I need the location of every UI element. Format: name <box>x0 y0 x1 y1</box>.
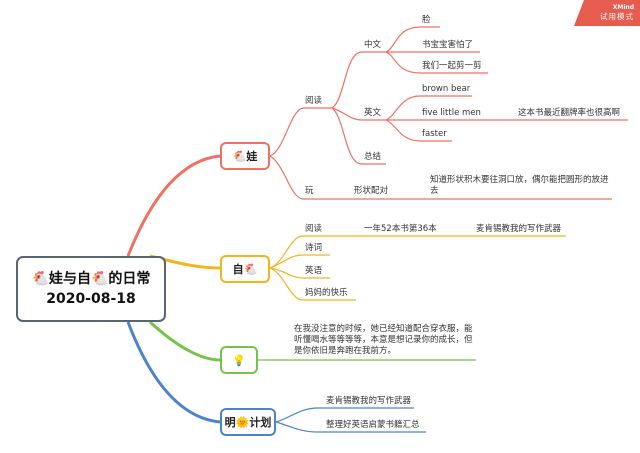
topic-self-label: 自 <box>232 263 244 276</box>
topic-wa[interactable]: 🐔 娃 <box>220 142 270 170</box>
wa-english-item-3[interactable]: faster <box>422 129 447 139</box>
self-english[interactable]: 英语 <box>305 266 323 276</box>
topic-idea[interactable]: 💡 <box>220 346 258 374</box>
self-mom-joy[interactable]: 妈妈的快乐 <box>305 288 348 298</box>
wa-summary[interactable]: 总结 <box>364 152 382 162</box>
wa-english-item-1[interactable]: brown bear <box>422 84 471 94</box>
lightbulb-icon: 💡 <box>232 353 246 367</box>
root-topic[interactable]: 🐔娃与自🐔的日常 2020-08-18 <box>16 256 166 322</box>
wa-play[interactable]: 玩 <box>305 186 314 196</box>
wa-chinese[interactable]: 中文 <box>364 40 382 50</box>
wa-play-activity[interactable]: 形状配对 <box>354 186 389 196</box>
chicken-icon: 🐔 <box>232 149 247 163</box>
self-poetry[interactable]: 诗词 <box>305 243 323 253</box>
wa-english[interactable]: 英文 <box>364 108 382 118</box>
wa-play-note[interactable]: 知道形状积木要往洞口放，偶尔能把圆形的放进去 <box>430 175 609 196</box>
trial-mode-badge: XMind 试用模式 <box>574 0 640 26</box>
topic-self[interactable]: 自 🐔 <box>220 255 270 283</box>
wa-reading[interactable]: 阅读 <box>305 96 323 106</box>
self-reading-book[interactable]: 麦肯锡教我的写作武器 <box>476 224 562 234</box>
wa-english-item-2[interactable]: five little men <box>422 108 481 118</box>
self-reading[interactable]: 阅读 <box>305 224 323 234</box>
wa-english-note[interactable]: 这本书最近翻牌率也很高啊 <box>518 108 621 118</box>
topic-plan-label-b: 计划 <box>249 416 272 429</box>
wa-chinese-item-2[interactable]: 书宝宝害怕了 <box>422 40 474 50</box>
root-title: 🐔娃与自🐔的日常 <box>31 271 151 287</box>
plan-item-1[interactable]: 麦肯锡教我的写作武器 <box>326 396 412 406</box>
wa-chinese-item-1[interactable]: 脸 <box>422 15 431 25</box>
brand-label: XMind <box>612 4 634 11</box>
trial-mode-label: 试用模式 <box>600 12 634 21</box>
self-reading-goal[interactable]: 一年52本书第36本 <box>364 224 437 234</box>
sun-icon: 🌞 <box>235 415 250 429</box>
idea-note[interactable]: 在我没注意的时候，她已经知道配合穿衣服，能听懂喝水等等等等，本意是想记录你的成长… <box>294 324 473 356</box>
topic-wa-label: 娃 <box>246 150 258 163</box>
topic-plan-label-a: 明 <box>224 416 236 429</box>
wa-chinese-item-3[interactable]: 我们一起剪一剪 <box>422 61 482 71</box>
branch-idea-connector <box>148 320 221 362</box>
plan-item-2[interactable]: 整理好英语启蒙书籍汇总 <box>326 420 420 430</box>
chicken-icon: 🐔 <box>243 262 258 276</box>
branch-plan-connector <box>126 321 221 424</box>
branch-wa-connector <box>126 154 221 257</box>
topic-plan[interactable]: 明 🌞 计划 <box>220 408 276 436</box>
root-date: 2020-08-18 <box>46 291 136 307</box>
